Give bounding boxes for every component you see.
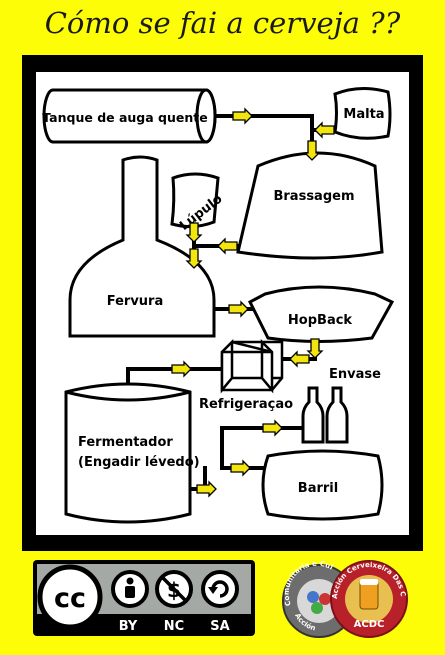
fermenter-label: Fermentador <box>78 435 173 450</box>
hot-water-tank: Tanque de auga quente <box>42 88 217 144</box>
svg-text:cc: cc <box>54 583 86 614</box>
boil-label: Fervura <box>107 294 164 309</box>
nc-noncommercial-icon: $ <box>155 570 193 608</box>
pipe-chiller-to-fermenter <box>126 367 227 390</box>
arrow-into-keg <box>230 460 251 476</box>
club-logos: Comunitaria e Cul Acción Acción Cerveixe… <box>281 555 408 638</box>
nc-label: NC <box>164 619 184 634</box>
cc-license-badge: cc $ BY NC SA <box>33 560 255 636</box>
arrow-chiller-out <box>171 361 192 377</box>
keg: Barril <box>261 449 384 521</box>
malt-label: Malta <box>343 107 384 122</box>
fermenter: Fermentador (Engadir lévedo) <box>64 382 200 524</box>
hopback-label: HopBack <box>288 313 353 328</box>
boil-kettle: Fervura <box>68 155 216 338</box>
by-attribution-icon <box>111 570 149 608</box>
mash-tun: Brassagem <box>236 151 384 260</box>
fermenter-note: (Engadir lévedo) <box>78 455 200 470</box>
hops-bag: Lúpulo <box>170 172 225 234</box>
hopback-vessel: HopBack <box>248 285 395 343</box>
chiller <box>220 338 284 394</box>
arrow-tank-out <box>232 108 253 124</box>
sa-sharealike-icon <box>201 570 239 608</box>
arrow-malt-out <box>314 122 335 138</box>
mashing-label: Brassagem <box>273 189 354 204</box>
chiller-label: Refrigeraçao <box>199 397 293 412</box>
diagram-title: Cómo se fai a cerveja ?? <box>44 6 401 40</box>
pipe-tank-to-mash <box>212 114 314 157</box>
arrow-into-chiller <box>289 351 310 367</box>
sa-label: SA <box>210 619 229 634</box>
keg-label: Barril <box>298 481 338 496</box>
bottling-label: Envase <box>329 367 381 382</box>
by-label: BY <box>119 619 138 634</box>
hot-water-tank-label: Tanque de auga quente <box>42 110 207 125</box>
svg-text:ACDC: ACDC <box>354 619 385 630</box>
bottle-icons <box>301 386 349 444</box>
arrow-mash-out <box>217 238 238 254</box>
arrow-into-bottles <box>262 420 283 436</box>
malt-sack: Malta <box>333 87 392 140</box>
cc-icon: cc <box>37 564 103 630</box>
arrow-boil-out <box>228 301 249 317</box>
